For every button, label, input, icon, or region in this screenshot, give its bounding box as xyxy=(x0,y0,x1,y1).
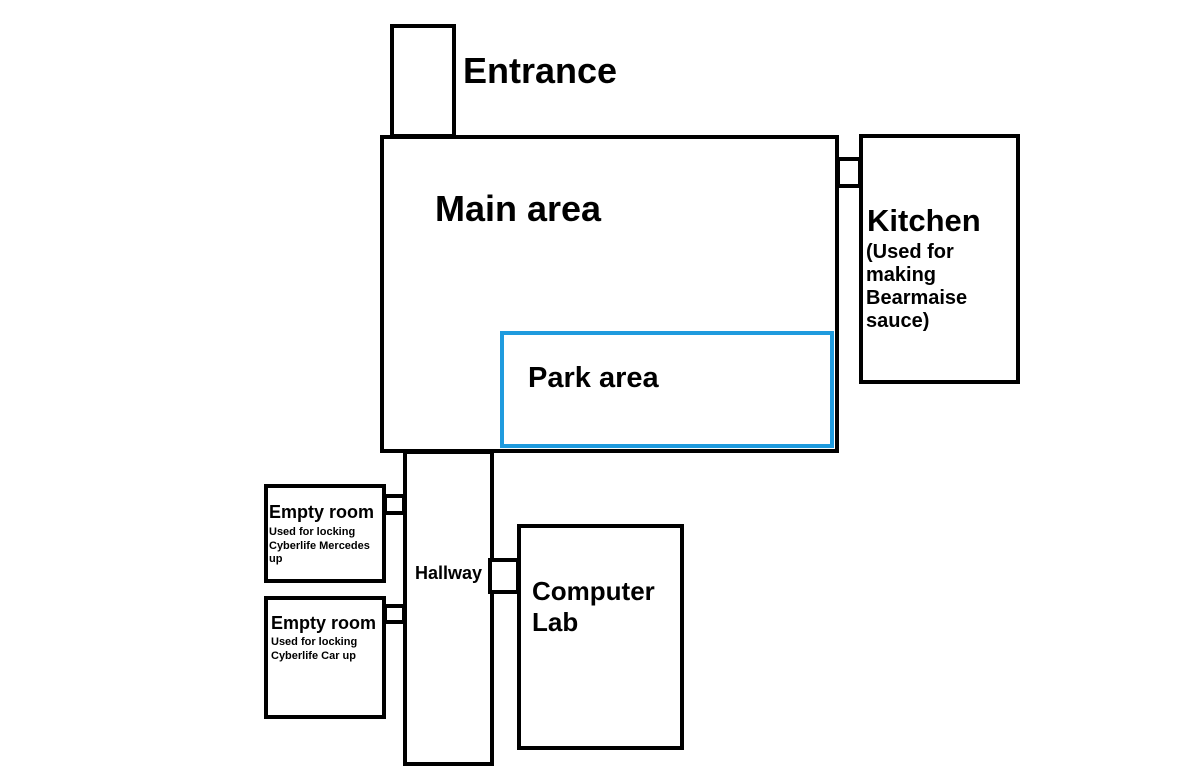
empty-room-1-note: Used for locking Cyberlife Mercedes up xyxy=(269,526,370,565)
kitchen-note: (Used for making Bearmaise sauce) xyxy=(866,241,968,332)
computer-lab-label: Computer Lab xyxy=(532,576,655,637)
entrance-label: Entrance xyxy=(463,50,618,91)
park-area-zone xyxy=(500,331,834,448)
computer-lab-door-connector xyxy=(488,558,520,594)
empty-room-2 xyxy=(264,596,386,719)
empty-room-1 xyxy=(264,484,386,583)
kitchen-door-connector xyxy=(836,157,862,188)
empty-room-2-note: Used for locking Cyberlife Car up xyxy=(271,636,358,662)
empty-room-2-door-connector xyxy=(383,604,406,624)
park-area-label: Park area xyxy=(528,362,659,394)
hallway-room xyxy=(403,450,494,766)
kitchen-room xyxy=(859,134,1020,384)
empty-room-1-label: Empty room xyxy=(269,502,375,522)
main-area-label: Main area xyxy=(435,188,602,229)
computer-lab-room xyxy=(517,524,684,750)
entrance-room xyxy=(390,24,456,138)
kitchen-label: Kitchen xyxy=(867,203,981,238)
empty-room-2-label: Empty room xyxy=(271,613,377,633)
hallway-label: Hallway xyxy=(415,563,483,583)
empty-room-1-door-connector xyxy=(383,494,406,515)
main-area-room xyxy=(380,135,839,453)
